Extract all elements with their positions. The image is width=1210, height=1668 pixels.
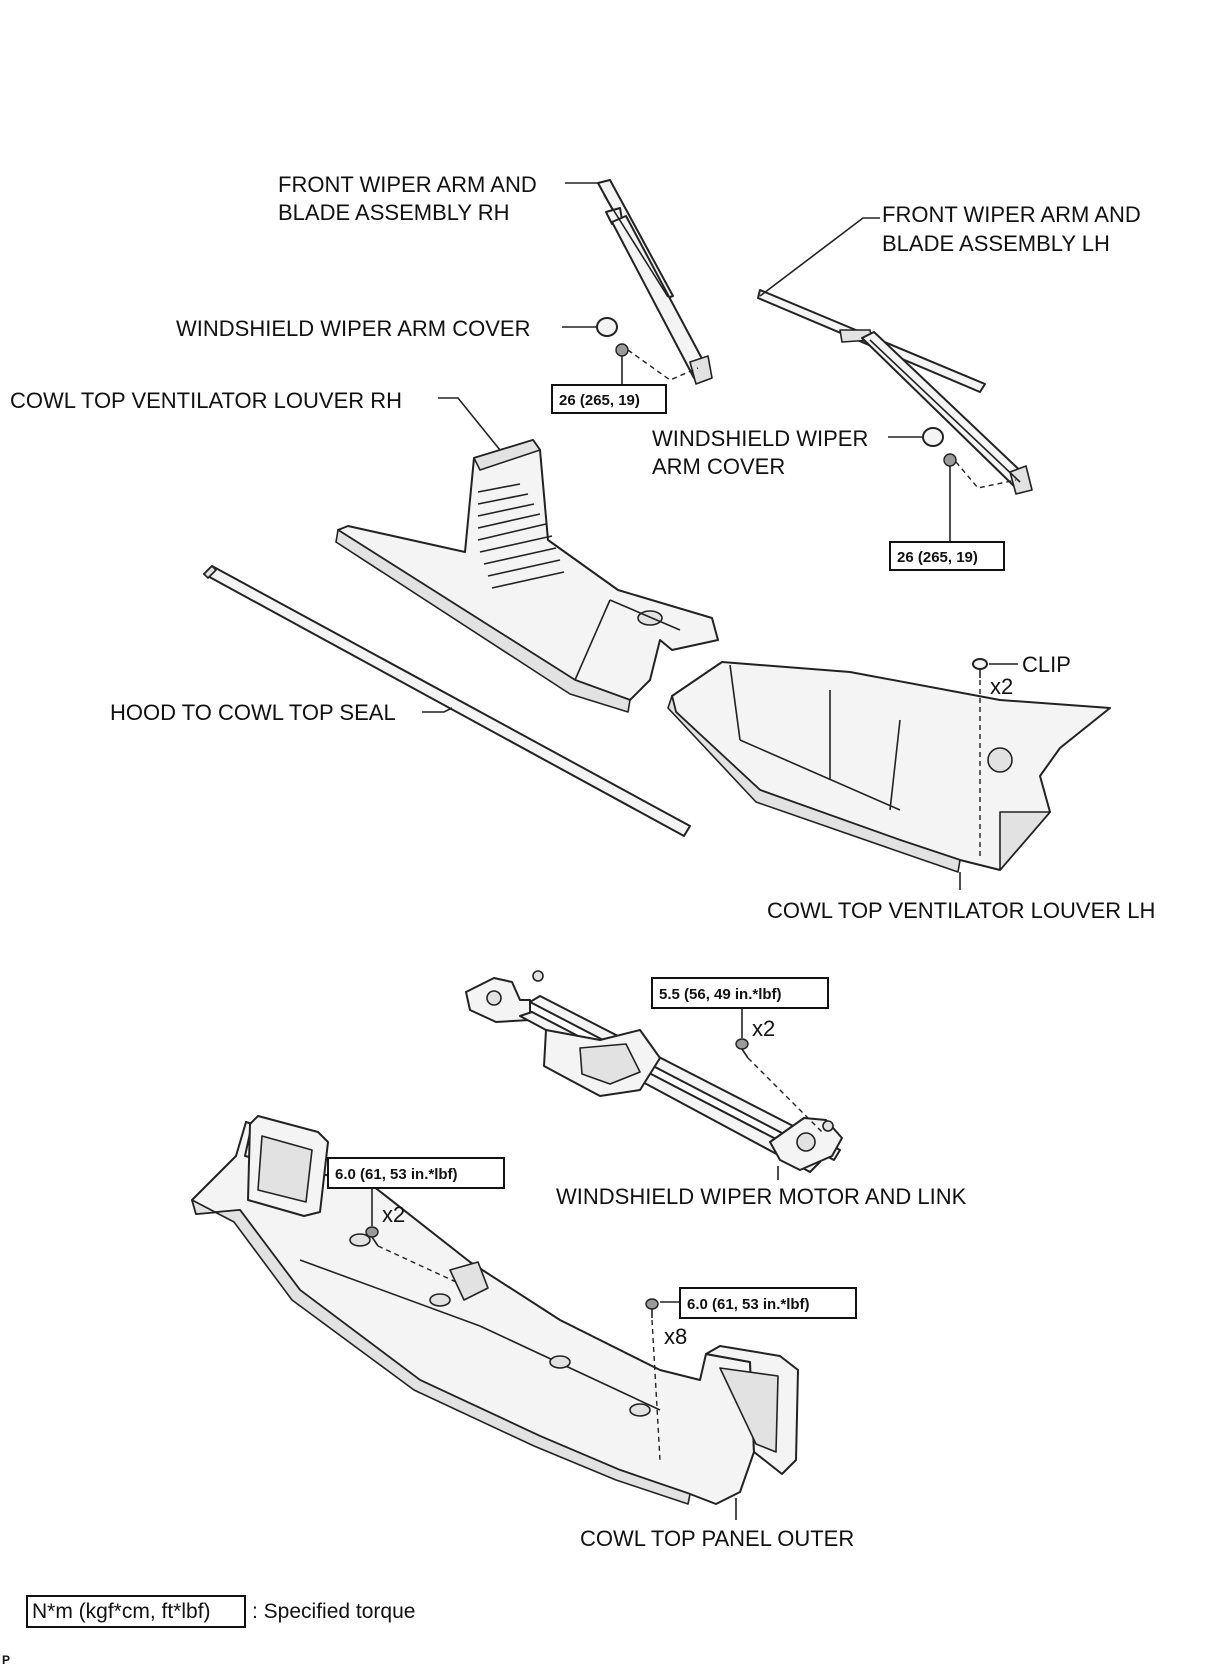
label-louver-rh: COWL TOP VENTILATOR LOUVER RH <box>10 388 402 413</box>
front-wiper-arm-rh <box>597 179 713 385</box>
cowl-louver-lh <box>667 661 1111 873</box>
torque-panel-bolt-b: 6.0 (61, 53 in.*lbf) <box>687 1296 810 1313</box>
motor-bolt-icon <box>735 1038 749 1059</box>
torque-box-panel-bolt-b <box>679 1287 857 1319</box>
label-motor-link: WINDSHIELD WIPER MOTOR AND LINK <box>556 1184 967 1209</box>
arm-nut-lh <box>943 453 957 467</box>
qty-motor-bolt: x2 <box>752 1016 775 1041</box>
qty-clip: x2 <box>990 674 1013 699</box>
wiper-arm-cover-rh <box>596 317 618 337</box>
label-hood-seal: HOOD TO COWL TOP SEAL <box>110 700 396 725</box>
label-wiper-arm-lh: FRONT WIPER ARM AND BLADE ASSEMBLY LH <box>882 202 1147 256</box>
front-wiper-arm-lh <box>757 289 1033 495</box>
wiper-arm-cover-lh <box>922 427 944 447</box>
torque-box-arm-nut-rh <box>551 384 667 414</box>
wiper-motor-and-link <box>465 970 843 1173</box>
label-panel-outer: COWL TOP PANEL OUTER <box>580 1526 854 1551</box>
label-wiper-arm-rh: FRONT WIPER ARM AND BLADE ASSEMBLY RH <box>278 172 543 225</box>
cowl-top-panel-outer <box>191 1115 799 1505</box>
qty-panel-bolt-a: x2 <box>382 1202 405 1227</box>
torque-box-motor-bolt <box>651 977 829 1009</box>
torque-panel-bolt-a: 6.0 (61, 53 in.*lbf) <box>335 1166 458 1183</box>
torque-arm-nut-lh: 26 (265, 19) <box>897 549 978 566</box>
torque-motor-bolt: 5.5 (56, 49 in.*lbf) <box>659 986 782 1003</box>
cowl-louver-rh <box>335 439 719 713</box>
leader-louver-rh <box>438 397 501 451</box>
leader-hood-seal <box>422 707 453 713</box>
label-arm-cover-rh: WINDSHIELD WIPER ARM COVER <box>176 316 530 341</box>
label-clip: CLIP <box>1022 652 1071 677</box>
qty-panel-bolt-b: x8 <box>664 1324 687 1349</box>
label-arm-cover-lh: WINDSHIELD WIPER ARM COVER <box>652 426 874 479</box>
legend-unit-box <box>26 1595 246 1628</box>
louver-vent-slots <box>477 483 565 589</box>
leader-wiper-arm-lh <box>759 217 880 297</box>
torque-box-arm-nut-lh <box>889 541 1005 571</box>
label-louver-lh: COWL TOP VENTILATOR LOUVER LH <box>767 898 1155 923</box>
clip-icon <box>972 658 988 678</box>
legend-text: : Specified torque <box>252 1600 415 1623</box>
arm-nut-rh <box>615 343 629 357</box>
corner-mark: P <box>2 1653 10 1667</box>
torque-arm-nut-rh: 26 (265, 19) <box>559 392 640 409</box>
legend-unit: N*m (kgf*cm, ft*lbf) <box>32 1600 211 1623</box>
torque-box-panel-bolt-a <box>327 1157 505 1189</box>
panel-bolt-b-icon <box>645 1298 659 1318</box>
panel-bolt-a-icon <box>365 1226 379 1247</box>
hood-to-cowl-top-seal <box>203 565 691 837</box>
